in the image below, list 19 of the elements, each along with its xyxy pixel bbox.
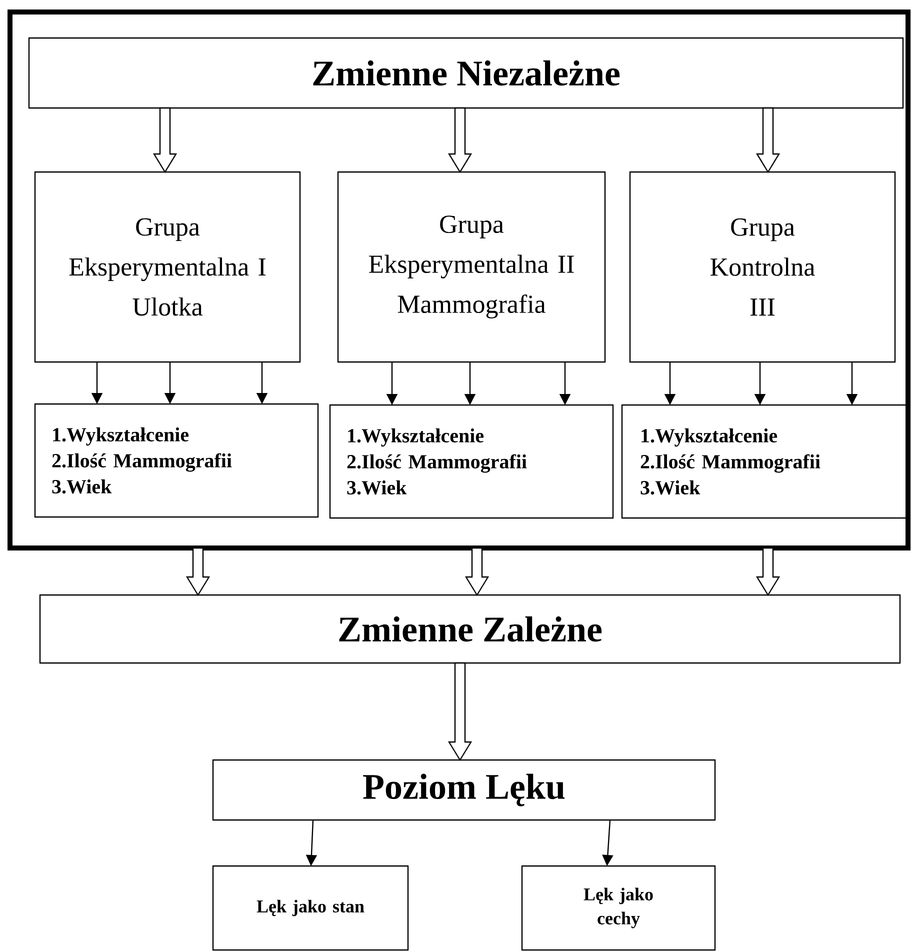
- category-box: Lęk jako cechy: [521, 865, 716, 951]
- hollow-arrow: [464, 547, 490, 596]
- hollow-arrow: [756, 547, 780, 596]
- hollow-arrow: [448, 662, 472, 762]
- frame: [8, 10, 910, 550]
- level-box: Poziom Lęku: [212, 759, 716, 821]
- hollow-arrow: [448, 107, 472, 174]
- group-box: Grupa Kontrolna III: [629, 171, 896, 363]
- hollow-arrow: [186, 547, 210, 596]
- group-box: Grupa Eksperymentalna II Mammografia: [337, 171, 606, 363]
- title-box: Zmienne Niezależne: [28, 37, 904, 109]
- list-box: 1.Wykształcenie 2.Ilość Mammografii 3.Wiek: [329, 404, 614, 519]
- category-box: Lęk jako stan: [212, 865, 409, 951]
- group-box: Grupa Eksperymentalna I Ulotka: [34, 171, 301, 363]
- variable-box: Zmienne Zależne: [39, 594, 901, 664]
- list-box: 1.Wykształcenie 2.Ilość Mammografii 3.Wiek: [34, 403, 319, 518]
- hollow-arrow: [152, 107, 178, 174]
- list-box: 1.Wykształcenie 2.Ilość Mammografii 3.Wiek: [621, 404, 909, 519]
- hollow-arrow: [756, 107, 780, 174]
